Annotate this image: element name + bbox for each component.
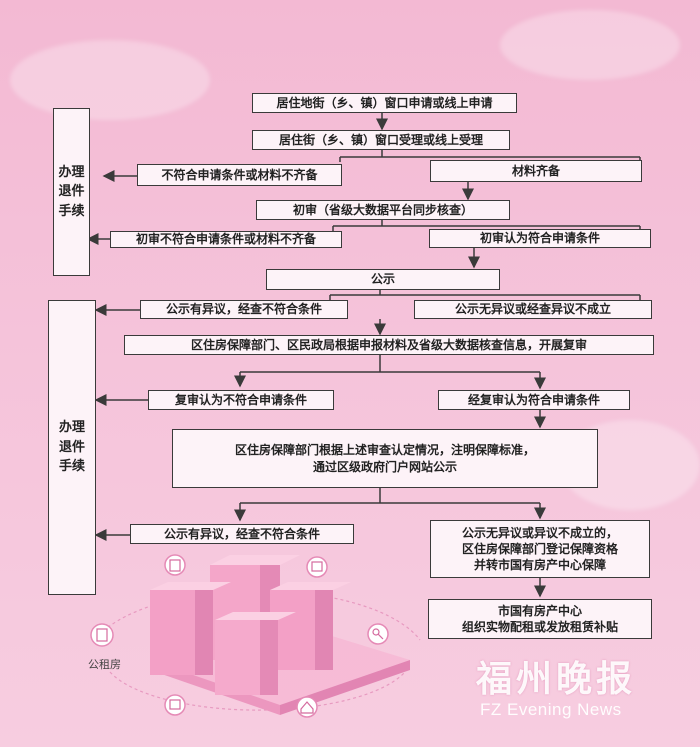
return-procedure-bottom: 办理 退件 手续 (48, 300, 96, 595)
cloud-decoration (10, 40, 210, 120)
side-label-line: 退件 (58, 184, 85, 200)
newspaper-logo-cn: 福州晚报 (476, 658, 637, 700)
step-materials-complete: 材料齐备 (430, 160, 642, 182)
step-housing-allocation-line: 组织实物配租或发放租赁补贴 (461, 620, 618, 634)
step-re-review: 区住房保障部门、区民政局根据申报材料及省级大数据核查信息，开展复审 (124, 335, 654, 355)
step-accept: 居住街（乡、镇）窗口受理或线上受理 (252, 130, 510, 150)
side-label-line: 手续 (58, 203, 85, 219)
step-preliminary-rejected: 初审不符合申请条件或材料不齐备 (110, 231, 342, 248)
step-publicity-objection: 公示有异议，经查不符合条件 (140, 300, 348, 319)
step-district-publicity-line: 通过区级政府门户网站公示 (312, 459, 457, 474)
step-incomplete-materials: 不符合申请条件或材料不齐备 (137, 164, 342, 186)
step-publicity: 公示 (266, 269, 500, 290)
step-re-review-approved: 经复审认为符合申请条件 (438, 390, 630, 410)
step-district-publicity-line: 区住房保障部门根据上述审查认定情况，注明保障标准， (234, 443, 535, 458)
step-registration: 公示无异议或异议不成立的， 区住房保障部门登记保障资格 并转市国有房产中心保障 (430, 520, 650, 578)
side-label-line: 办理 (58, 164, 85, 180)
step-registration-line: 区住房保障部门登记保障资格 (461, 541, 618, 556)
step-preliminary-approved: 初审认为符合申请条件 (429, 229, 651, 248)
side-label-line: 手续 (58, 459, 85, 475)
step-publicity-no-objection: 公示无异议或经查异议不成立 (414, 300, 652, 319)
step-housing-allocation-line: 市国有房产中心 (497, 603, 582, 618)
side-label-line: 退件 (58, 439, 85, 455)
step-final-objection: 公示有异议，经查不符合条件 (130, 524, 354, 544)
cloud-decoration (500, 10, 680, 80)
public-rental-label: 公租房 (88, 658, 121, 671)
step-re-review-rejected: 复审认为不符合申请条件 (148, 390, 334, 410)
step-registration-line: 公示无异议或异议不成立的， (461, 525, 618, 540)
step-apply: 居住地街（乡、镇）窗口申请或线上申请 (252, 93, 517, 113)
step-housing-allocation: 市国有房产中心 组织实物配租或发放租赁补贴 (428, 599, 652, 639)
step-preliminary-review: 初审（省级大数据平台同步核查） (256, 200, 510, 220)
building-illustration (90, 554, 421, 718)
side-label-line: 办理 (58, 420, 85, 436)
return-procedure-top: 办理 退件 手续 (53, 108, 90, 276)
newspaper-logo-en: FZ Evening News (480, 700, 622, 719)
step-district-publicity: 区住房保障部门根据上述审查认定情况，注明保障标准， 通过区级政府门户网站公示 (172, 429, 598, 488)
step-registration-line: 并转市国有房产中心保障 (473, 558, 606, 573)
